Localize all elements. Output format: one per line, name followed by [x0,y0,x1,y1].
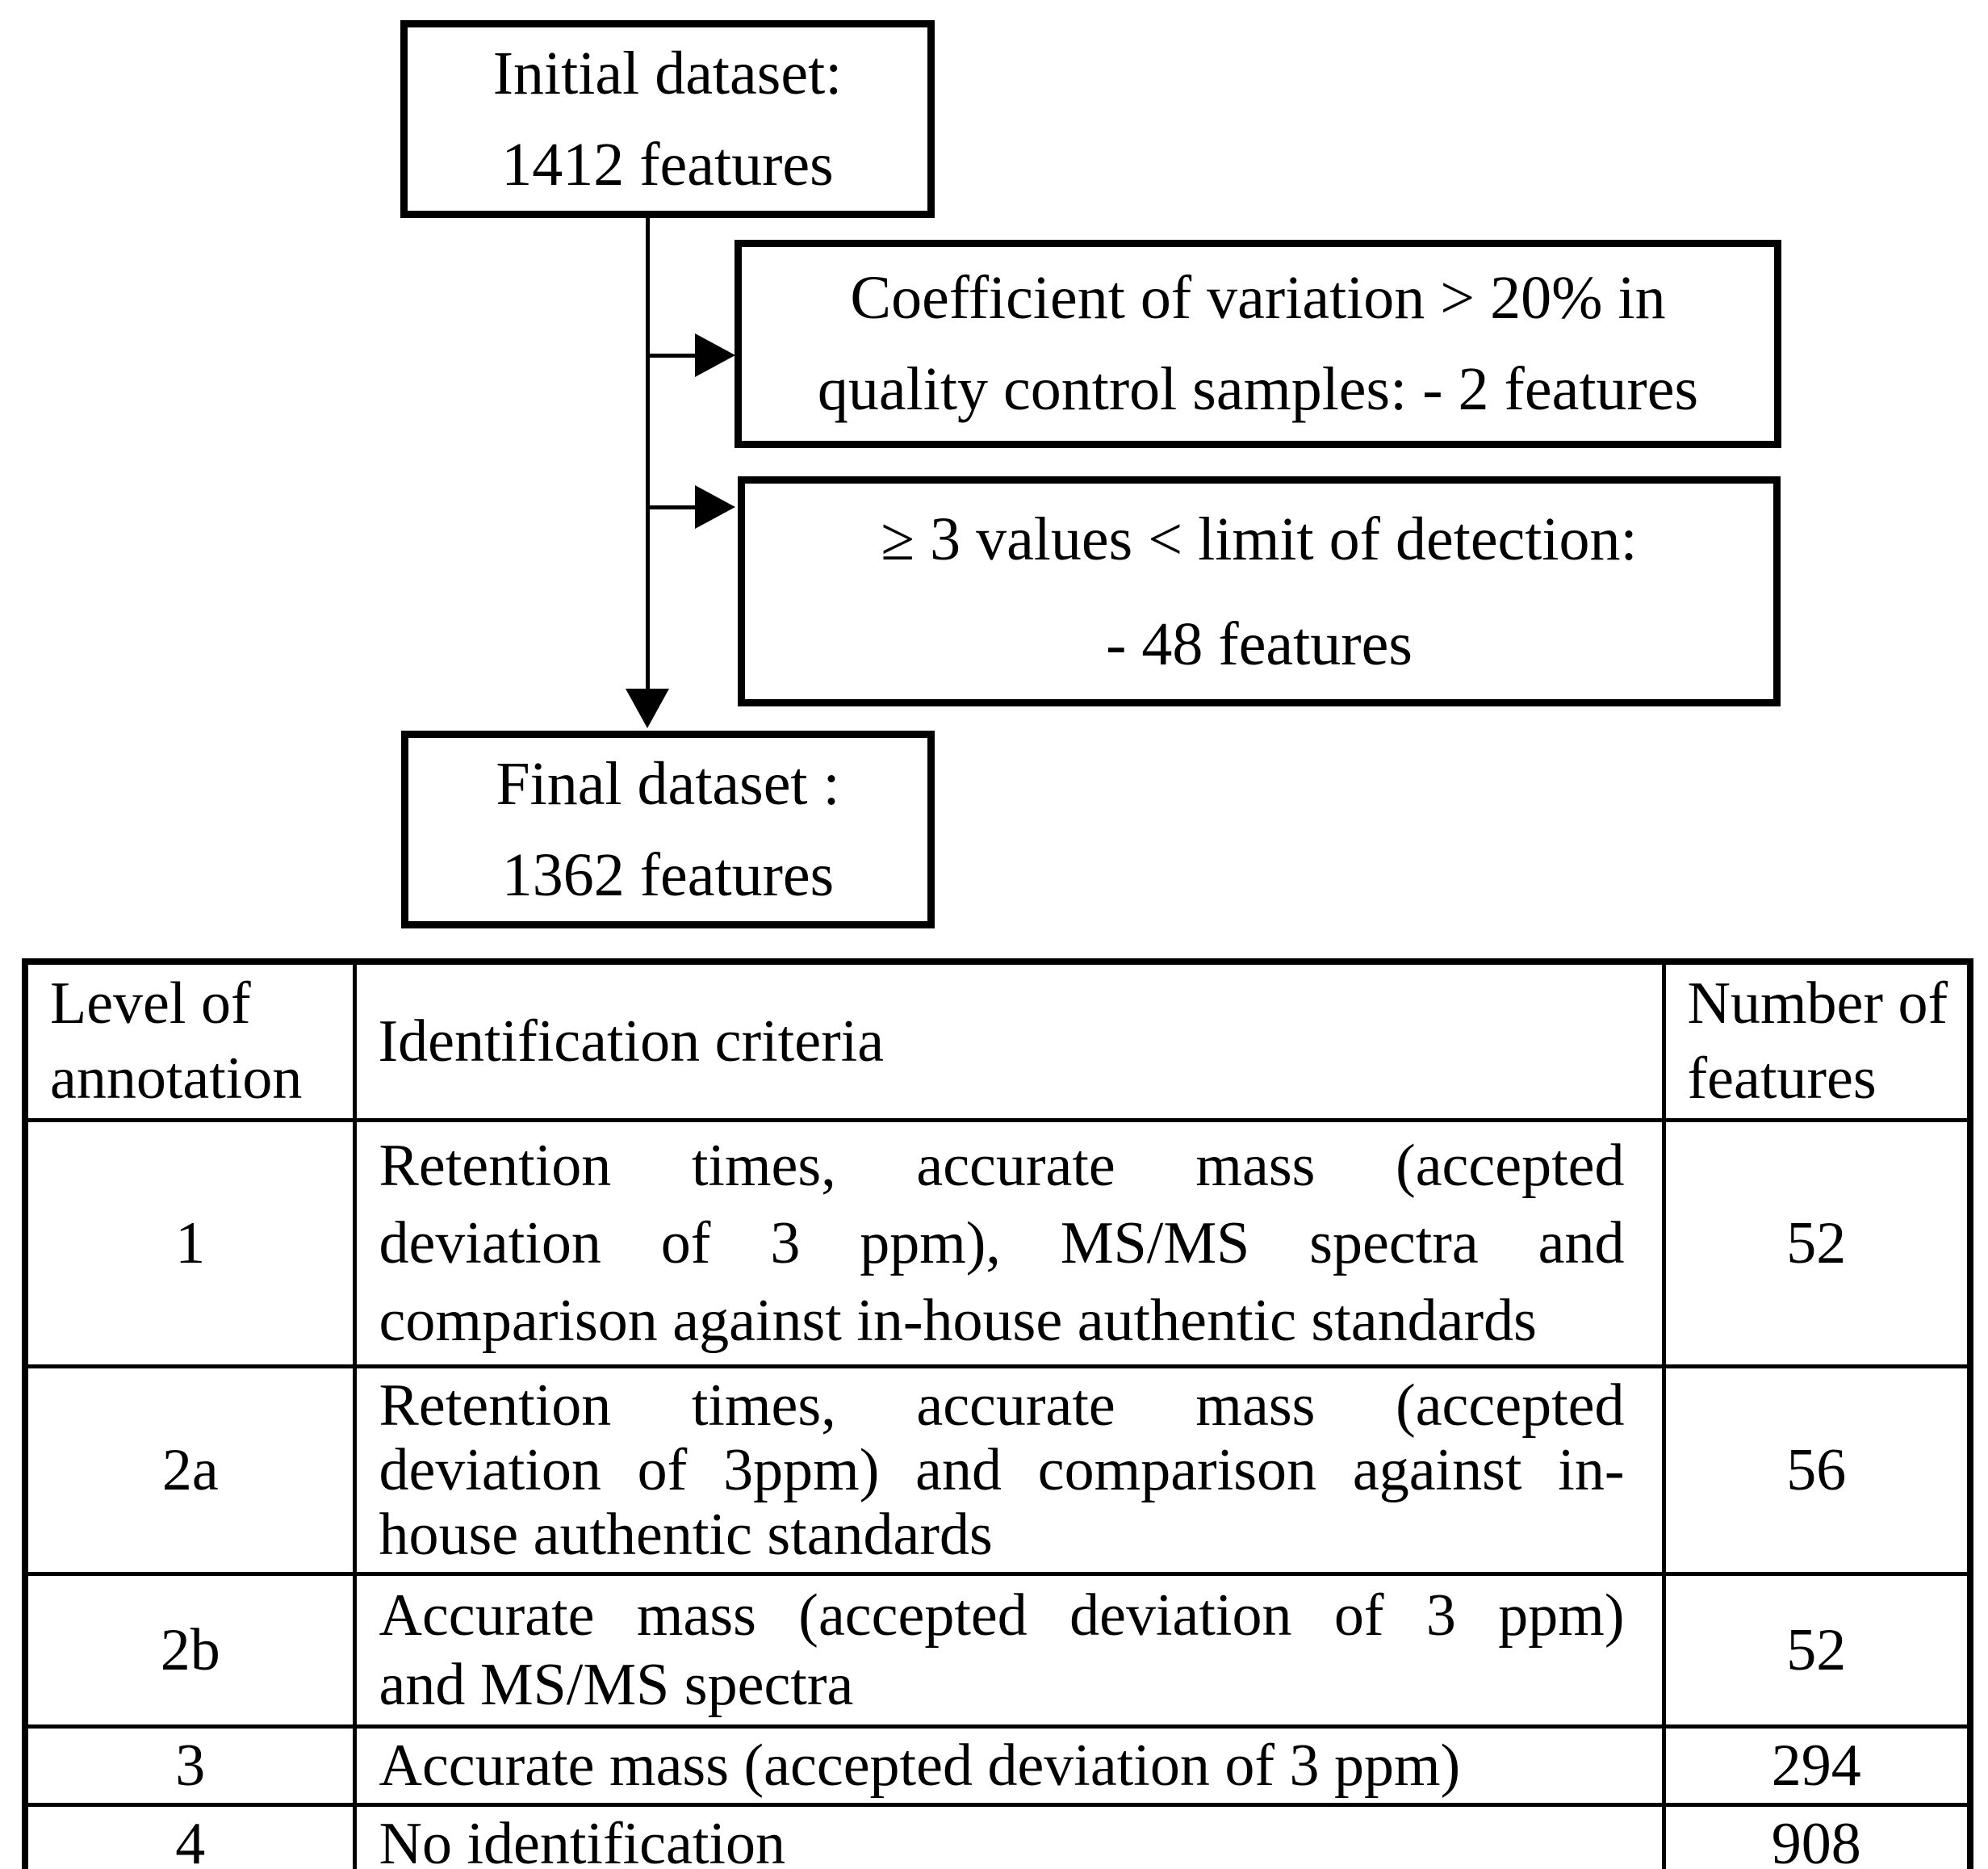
table-row-level-2b: 2b Accurate mass (accepted deviation of … [23,1572,1973,1729]
feature-filtering-flowchart: Initial dataset: 1412 features Coefficie… [400,20,1781,928]
cv-filter-line2: quality control samples: - 2 features [817,355,1699,423]
down-arrowhead-icon [626,689,669,728]
final-dataset-line1: Final dataset : [496,749,840,818]
table-row-level-3: 3 Accurate mass (accepted deviation of 3… [23,1724,1973,1807]
criteria-line: Retention times, accurate mass (accepted [379,1372,1625,1439]
criteria-line: Accurate mass (accepted deviation of 3 p… [379,1582,1625,1649]
criteria-cell: Retention times, accurate mass (accepted… [352,1118,1666,1368]
level-cell: 4 [23,1803,357,1869]
header-number-of-features: Number of features [1661,959,1973,1122]
feature-count-cell: 294 [1661,1724,1973,1807]
criteria-cell: Accurate mass (accepted deviation of 3 p… [352,1724,1666,1807]
branch1-arrowhead-icon [695,333,735,377]
level-cell: 3 [23,1724,357,1807]
criteria-line: comparison against in-house authentic st… [379,1288,1537,1354]
table-row-level-1: 1 Retention times, accurate mass (accept… [23,1118,1973,1368]
criteria-line: deviation of 3ppm) and comparison agains… [379,1437,1625,1503]
criteria-cell: Accurate mass (accepted deviation of 3 p… [352,1572,1666,1729]
feature-count-cell: 52 [1661,1572,1973,1729]
branch2-arrowhead-icon [695,485,735,529]
annotation-levels-table: Level of annotation Identification crite… [22,958,1973,1869]
table-row-level-2a: 2a Retention times, accurate mass (accep… [23,1364,1973,1576]
criteria-line: No identification [379,1811,785,1869]
final-dataset-line2: 1362 features [501,840,835,909]
header-level-of-annotation: Level of annotation [23,959,357,1122]
initial-dataset-line2: 1412 features [501,130,834,199]
criteria-cell: No identification [352,1803,1666,1869]
connector-branch1-line [647,354,697,358]
final-dataset-box: Final dataset : 1362 features [401,731,935,928]
level-cell: 2a [23,1364,357,1576]
criteria-line: deviation of 3 ppm), MS/MS spectra and [379,1210,1625,1276]
feature-count-cell: 52 [1661,1118,1973,1368]
level-cell: 1 [23,1118,357,1368]
criteria-line: Retention times, accurate mass (accepted [379,1133,1625,1199]
criteria-line: Accurate mass (accepted deviation of 3 p… [379,1733,1461,1799]
cv-filter-line1: Coefficient of variation > 20% in [850,264,1666,332]
cv-filter-box: Coefficient of variation > 20% in qualit… [735,240,1781,448]
feature-count-cell: 56 [1661,1364,1973,1576]
table-row-level-4: 4 No identification 908 [23,1803,1973,1869]
lod-filter-line1: ≥ 3 values < limit of detection: [881,505,1638,573]
feature-count-cell: 908 [1661,1803,1973,1869]
header-identification-criteria: Identification criteria [352,959,1666,1122]
connector-vertical-line [646,216,650,691]
lod-filter-box: ≥ 3 values < limit of detection: - 48 fe… [738,476,1781,706]
connector-branch2-line [647,505,697,509]
criteria-cell: Retention times, accurate mass (accepted… [352,1364,1666,1576]
initial-dataset-line1: Initial dataset: [492,39,843,107]
criteria-line: house authentic standards [379,1502,993,1568]
initial-dataset-box: Initial dataset: 1412 features [400,20,935,218]
lod-filter-line2: - 48 features [1106,610,1413,678]
criteria-line: and MS/MS spectra [379,1652,854,1718]
table-header-row: Level of annotation Identification crite… [23,959,1973,1122]
level-cell: 2b [23,1572,357,1729]
